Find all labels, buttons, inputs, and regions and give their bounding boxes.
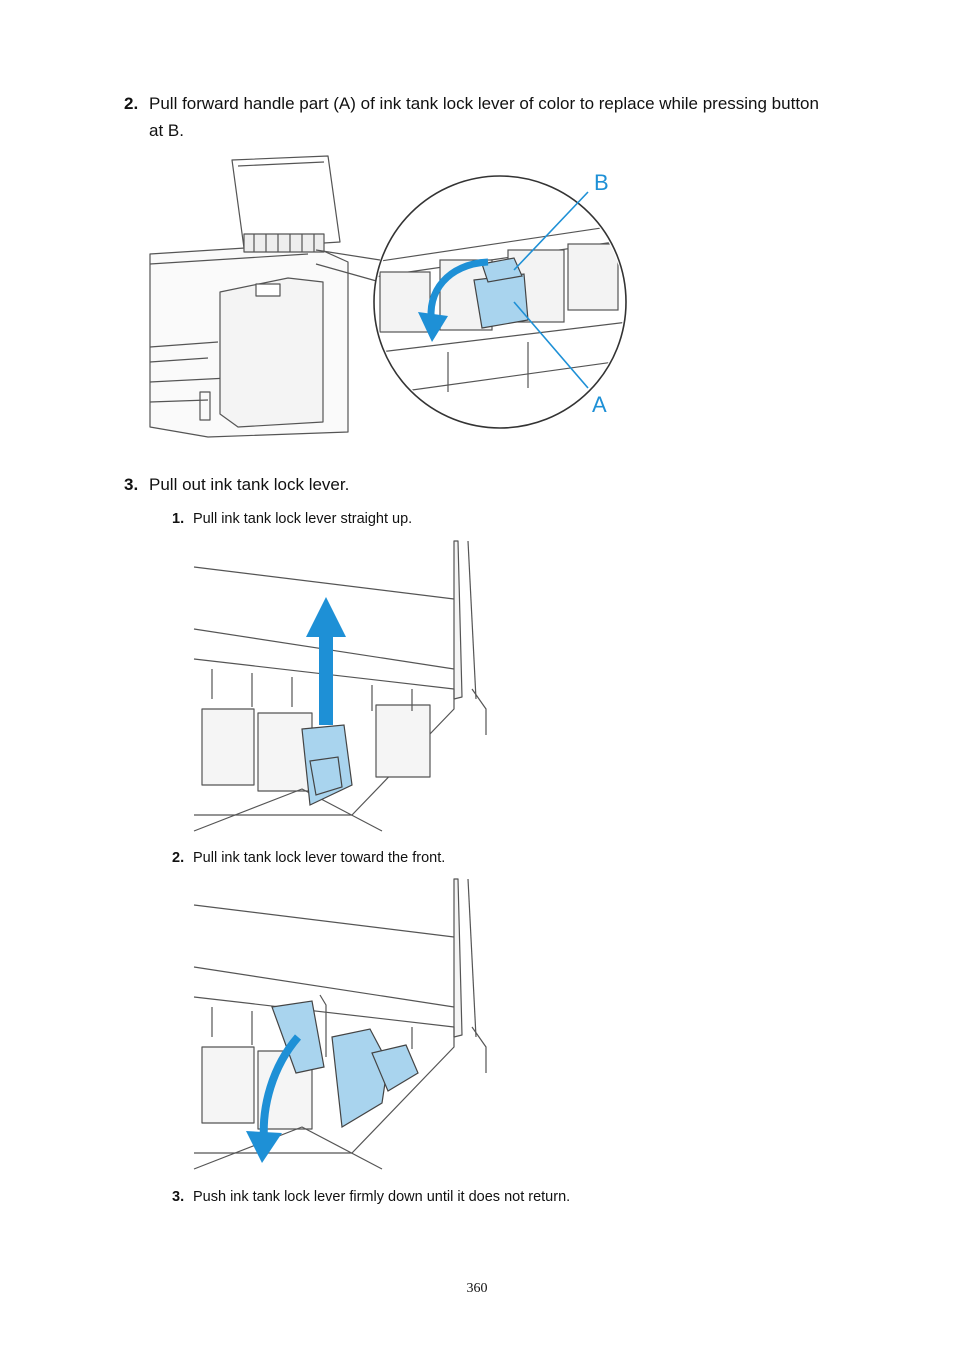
substep-number: 3.: [172, 1189, 185, 1205]
step-number: 3.: [124, 475, 139, 494]
substep-1: 1. Pull ink tank lock lever straight up.: [172, 509, 772, 529]
figure-lever-toward-front: [193, 878, 487, 1170]
figure-printer-lock-lever-callout: B A: [149, 155, 627, 438]
page-number: 360: [466, 1281, 488, 1296]
step-number: 2.: [124, 94, 139, 113]
step-2: 2. Pull forward handle part (A) of ink t…: [124, 90, 884, 150]
label-a: A: [592, 392, 607, 417]
substep-3: 3. Push ink tank lock lever firmly down …: [172, 1187, 772, 1207]
step-text-line1: Pull forward handle part (A) of ink tank…: [149, 94, 819, 113]
figure-lever-straight-up: [193, 540, 487, 832]
step-text: Pull out ink tank lock lever.: [149, 475, 350, 494]
substep-text: Pull ink tank lock lever straight up.: [193, 511, 413, 527]
label-b: B: [594, 170, 609, 195]
step-text-line2: at B.: [149, 121, 184, 140]
substep-text: Push ink tank lock lever firmly down unt…: [193, 1189, 571, 1205]
substep-2: 2. Pull ink tank lock lever toward the f…: [172, 848, 772, 868]
step-3: 3. Pull out ink tank lock lever.: [124, 471, 884, 498]
substep-number: 2.: [172, 850, 185, 866]
substep-text: Pull ink tank lock lever toward the fron…: [193, 850, 446, 866]
substep-number: 1.: [172, 511, 185, 527]
